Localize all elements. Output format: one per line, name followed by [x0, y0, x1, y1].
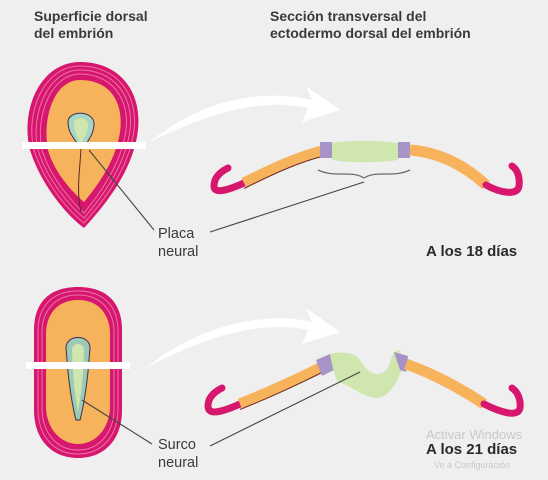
curved-arrow-1	[150, 86, 340, 142]
leader-line-surco-2	[209, 371, 361, 447]
label-placa-line2: neural	[158, 244, 199, 260]
leader-line-placa-1	[88, 149, 155, 231]
leader-line-surco-1	[81, 399, 153, 445]
label-surco-neural: Surco neural	[158, 436, 198, 472]
leader-line-placa-2	[209, 181, 365, 233]
header-right: Sección transversal del ectodermo dorsal…	[270, 8, 471, 42]
activation-watermark: Activar Windows	[426, 427, 522, 442]
cross-section-18-days	[210, 140, 523, 196]
label-placa-line1: Placa	[158, 226, 195, 242]
header-left-line2: del embrión	[34, 25, 114, 41]
label-surco-line1: Surco	[158, 437, 196, 453]
neural-plate-section	[332, 140, 398, 163]
label-surco-line2: neural	[158, 455, 199, 471]
embryo-21-days	[26, 287, 130, 458]
header-right-line1: Sección transversal del	[270, 8, 427, 24]
header-left-line1: Superficie dorsal	[34, 8, 148, 24]
header-right-line2: ectodermo dorsal del embrión	[270, 25, 471, 41]
label-placa-neural: Placa neural	[158, 225, 198, 261]
watermark-line2: Ve a Configuración	[434, 460, 511, 470]
embryo-18-days	[22, 62, 146, 228]
primitive-streak	[78, 147, 82, 213]
activation-watermark-sub: Ve a Configuración	[434, 460, 510, 470]
curved-arrow-2	[146, 308, 340, 368]
cross-section-21-days	[204, 350, 524, 417]
age-label-21: A los 21 días	[426, 441, 518, 458]
header-left: Superficie dorsal del embrión	[34, 8, 148, 42]
neural-plate-brace	[317, 169, 411, 179]
section-cut-band	[22, 142, 146, 149]
watermark-line1: Activar Windows	[426, 427, 523, 442]
neural-groove-section	[330, 350, 404, 398]
age-label-18: A los 18 días	[426, 243, 518, 260]
section-cut-band-2	[26, 362, 130, 369]
